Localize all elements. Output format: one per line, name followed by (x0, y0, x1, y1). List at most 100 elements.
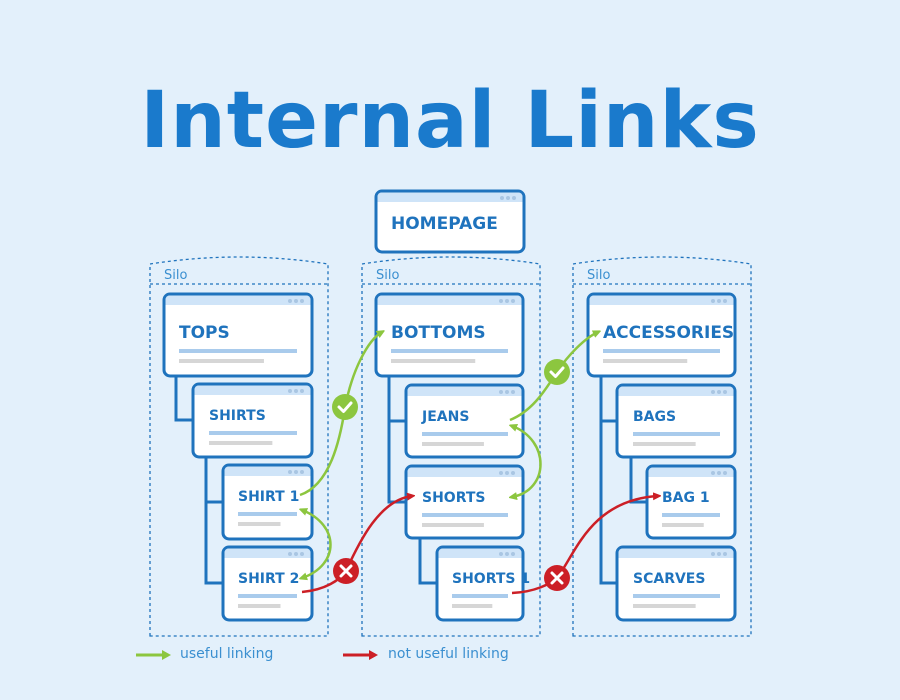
card-frame (374, 189, 526, 254)
legend-useful-arrow (136, 650, 171, 660)
card-frame (645, 464, 737, 540)
content-placeholder-bar (662, 523, 704, 527)
content-placeholder-bar (209, 441, 273, 445)
content-placeholder-bar (422, 523, 484, 527)
window-dot-icon (499, 471, 503, 475)
window-dot-icon (505, 471, 509, 475)
content-placeholder-bar (238, 604, 281, 608)
content-placeholder-bar (422, 513, 508, 517)
tree-connector (418, 538, 437, 585)
window-dot-icon (723, 471, 727, 475)
check-icon (544, 359, 570, 385)
window-dot-icon (288, 389, 292, 393)
content-placeholder-bar (422, 442, 484, 446)
page-card-shirt2[interactable]: SHIRT 2 (221, 545, 314, 622)
window-dot-icon (711, 471, 715, 475)
page-title: Internal Links (140, 76, 760, 166)
card-frame (191, 382, 314, 459)
cross-icon (333, 558, 359, 584)
page-card-shirt1[interactable]: SHIRT 1 (221, 463, 314, 541)
page-card-shirts[interactable]: SHIRTS (191, 382, 314, 459)
page-card-bags[interactable]: BAGS (615, 383, 737, 459)
page-card-accessories[interactable]: ACCESSORIES (586, 292, 737, 378)
window-dot-icon (511, 390, 515, 394)
link-shirt1-to-shirt2 (302, 510, 332, 578)
window-dot-icon (717, 390, 721, 394)
window-dot-icon (300, 552, 304, 556)
window-dot-icon (288, 470, 292, 474)
legend-not-useful-arrow (343, 650, 378, 660)
content-placeholder-bar (179, 359, 264, 363)
window-dot-icon (505, 552, 509, 556)
content-placeholder-bar (603, 359, 688, 363)
content-placeholder-bar (633, 604, 696, 608)
silo-border (149, 256, 329, 637)
content-placeholder-bar (633, 594, 720, 598)
cross-icon (544, 565, 570, 591)
page-card-shorts1[interactable]: SHORTS 1 (435, 545, 530, 622)
content-placeholder-bar (238, 594, 297, 598)
tree-connector (174, 376, 193, 422)
page-card-bottoms[interactable]: BOTTOMS (374, 292, 525, 378)
window-dot-icon (499, 299, 503, 303)
window-dot-icon (300, 299, 304, 303)
window-dot-icon (294, 389, 298, 393)
page-title-shirt1: SHIRT 1 (238, 489, 299, 505)
page-title-shorts1: SHORTS 1 (452, 571, 530, 587)
silo-frame: Silo (149, 256, 329, 637)
page-card-bag1[interactable]: BAG 1 (645, 464, 737, 540)
content-placeholder-bar (238, 512, 297, 516)
tree-connector (387, 376, 406, 504)
window-dot-icon (288, 299, 292, 303)
window-dot-icon (717, 299, 721, 303)
silo-label: Silo (164, 268, 187, 283)
card-frame (435, 545, 525, 622)
card-titlebar (377, 295, 522, 305)
card-titlebar (407, 386, 522, 396)
tree-connector (629, 457, 647, 504)
page-card-tops[interactable]: TOPS (162, 292, 314, 378)
content-placeholder-bar (452, 604, 493, 608)
page-title-bottoms: BOTTOMS (391, 323, 486, 343)
page-title-shirt2: SHIRT 2 (238, 571, 299, 587)
content-placeholder-bar (422, 432, 508, 436)
window-dot-icon (499, 552, 503, 556)
content-placeholder-bar (238, 522, 281, 526)
window-dot-icon (711, 390, 715, 394)
card-frame (586, 292, 737, 378)
silo-label: Silo (587, 268, 610, 283)
card-titlebar (618, 386, 734, 396)
window-dot-icon (506, 196, 510, 200)
window-dot-icon (711, 552, 715, 556)
window-dot-icon (288, 552, 292, 556)
link-jeans-to-shorts (512, 426, 542, 497)
card-frame (404, 464, 525, 540)
window-dot-icon (511, 299, 515, 303)
content-placeholder-bar (633, 442, 696, 446)
silo-frame: Silo (572, 256, 752, 637)
window-dot-icon (300, 389, 304, 393)
window-dot-icon (300, 470, 304, 474)
card-titlebar (438, 548, 522, 558)
card-frame (615, 383, 737, 459)
tree-connector (599, 376, 617, 585)
check-icon (332, 394, 358, 420)
page-card-scarves[interactable]: SCARVES (615, 545, 737, 622)
card-frame (615, 545, 737, 622)
card-titlebar (407, 467, 522, 477)
window-dot-icon (505, 390, 509, 394)
window-dot-icon (294, 552, 298, 556)
page-title-shorts: SHORTS (422, 490, 486, 506)
page-title-tops: TOPS (179, 323, 230, 343)
content-placeholder-bar (662, 513, 720, 517)
card-titlebar (377, 192, 523, 202)
page-card-shorts[interactable]: SHORTS (404, 464, 525, 540)
window-dot-icon (500, 196, 504, 200)
page-card-jeans[interactable]: JEANS (404, 383, 525, 459)
page-card-homepage[interactable]: HOMEPAGE (374, 189, 526, 254)
card-titlebar (165, 295, 311, 305)
content-placeholder-bar (603, 349, 720, 353)
window-dot-icon (723, 390, 727, 394)
legend-useful-label: useful linking (180, 646, 274, 662)
legend-not-useful-label: not useful linking (388, 646, 509, 662)
